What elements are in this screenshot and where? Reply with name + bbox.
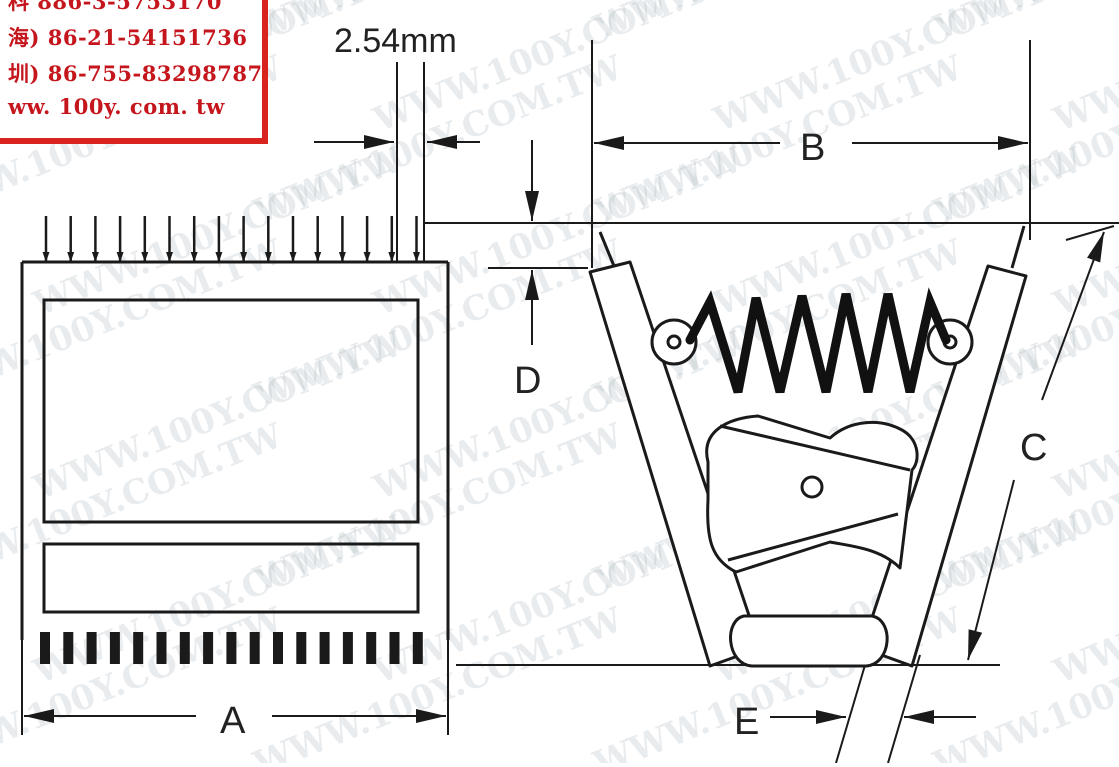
pitch-label: 2.54mm: [334, 22, 457, 60]
pin-tooth: [389, 632, 400, 664]
front-view: [20, 216, 450, 664]
top-pin-arrows: [42, 216, 420, 262]
body-outline: [20, 260, 450, 640]
pin-tooth: [63, 632, 74, 664]
pin-tooth: [249, 632, 260, 664]
contact-info-box: 科 886-3-5753170 海) 86-21-54151736 圳) 86-…: [0, 0, 268, 144]
label-b: B: [800, 127, 825, 169]
pin-tooth: [40, 632, 50, 664]
dimension-a: [21, 640, 449, 735]
pin-tooth: [179, 632, 190, 664]
pin-tooth: [156, 632, 167, 664]
label-a: A: [220, 700, 246, 742]
pin-tooth: [342, 632, 353, 664]
pivot-hole: [800, 475, 824, 499]
watermark-text: WWW.100Y.COM.TW: [247, 600, 628, 763]
pin-tooth: [203, 632, 214, 664]
pin-tooth: [366, 632, 377, 664]
pin-tooth: [133, 632, 144, 664]
contact-website: ww. 100y. com. tw: [8, 94, 225, 119]
contact-phone-1: 科 886-3-5753170: [8, 0, 222, 14]
front-window: [42, 298, 420, 524]
pin-tooth: [296, 632, 307, 664]
pin-tooth: [273, 632, 283, 664]
pin-tooth: [109, 632, 120, 664]
hinge-knuckle: [729, 614, 889, 668]
dimension-c: [967, 225, 1115, 661]
watermark-text: WWW.100Y.COM.TW: [1047, 0, 1119, 141]
label-c: C: [1020, 427, 1047, 469]
contact-phone-2: 海) 86-21-54151736: [8, 25, 248, 50]
pin-tooth: [319, 632, 330, 664]
clip-body: [588, 225, 1028, 668]
pin-tooth: [412, 632, 423, 664]
coil-spring: [685, 287, 951, 394]
bottom-pin-teeth: [40, 632, 423, 664]
pitch-dimension: [314, 62, 480, 262]
pin-tooth: [86, 632, 97, 664]
label-e: E: [734, 701, 759, 743]
label-d: D: [514, 360, 541, 402]
front-slot: [42, 542, 420, 614]
dimension-e: [770, 654, 976, 764]
pin-tooth: [226, 632, 237, 664]
contact-phone-3: 圳) 86-755-83298787: [8, 61, 263, 86]
